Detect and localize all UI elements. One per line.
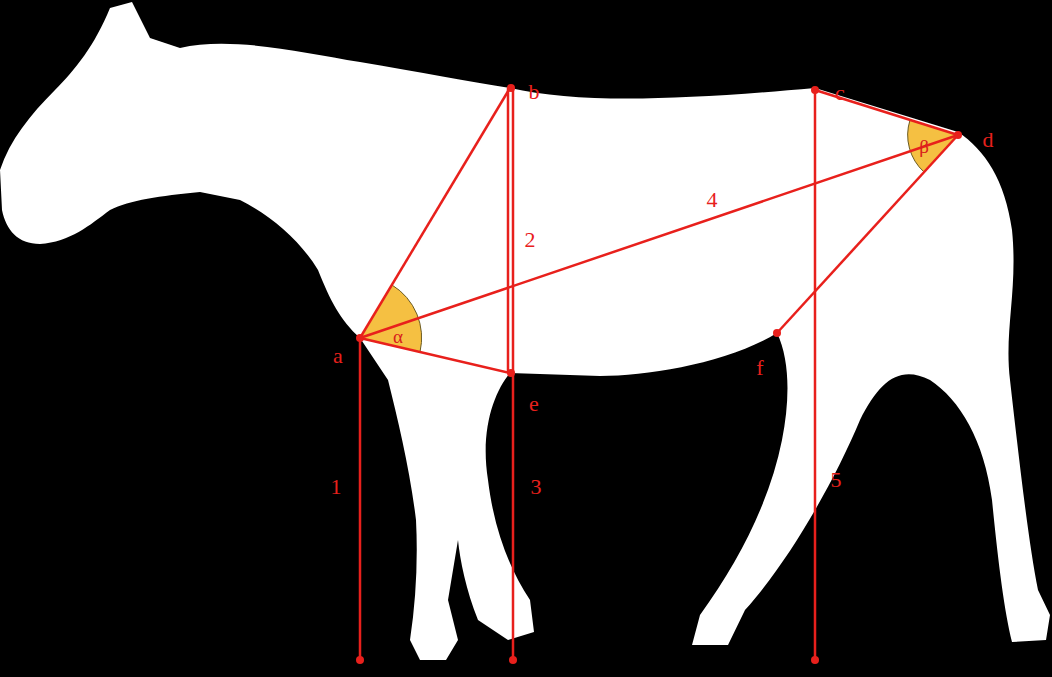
point-label: b: [529, 81, 540, 103]
point-label: e: [529, 393, 539, 415]
measure-point: [507, 369, 515, 377]
measure-line: [814, 90, 817, 660]
point-label: a: [333, 345, 343, 367]
measure-line: [360, 338, 510, 373]
measure-point: [773, 329, 781, 337]
measure-line: [777, 135, 958, 333]
angle-alpha-wedge: [360, 285, 422, 352]
point-label: f: [756, 357, 763, 379]
measure-line: [360, 88, 510, 338]
callout-number: 4: [707, 189, 718, 211]
point-label: c: [835, 82, 845, 104]
measure-points: [356, 84, 962, 664]
measure-point: [507, 84, 515, 92]
horse-silhouette: [0, 2, 1050, 660]
measure-point: [811, 656, 819, 664]
callout-number: 5: [831, 469, 842, 491]
measure-point: [811, 86, 819, 94]
callout-number: 1: [331, 476, 342, 498]
measure-line: [360, 135, 958, 338]
point-label: d: [983, 129, 994, 151]
measure-lines: [360, 88, 958, 660]
callout-number: 2: [525, 229, 536, 251]
angle-label: α: [393, 327, 403, 346]
measure-line: [507, 88, 510, 373]
measure-line: [359, 338, 362, 660]
callout-number: 3: [531, 476, 542, 498]
angle-label: β: [919, 137, 929, 156]
measure-point: [954, 131, 962, 139]
measure-point: [509, 656, 517, 664]
measure-point: [356, 334, 364, 342]
measure-point: [356, 656, 364, 664]
